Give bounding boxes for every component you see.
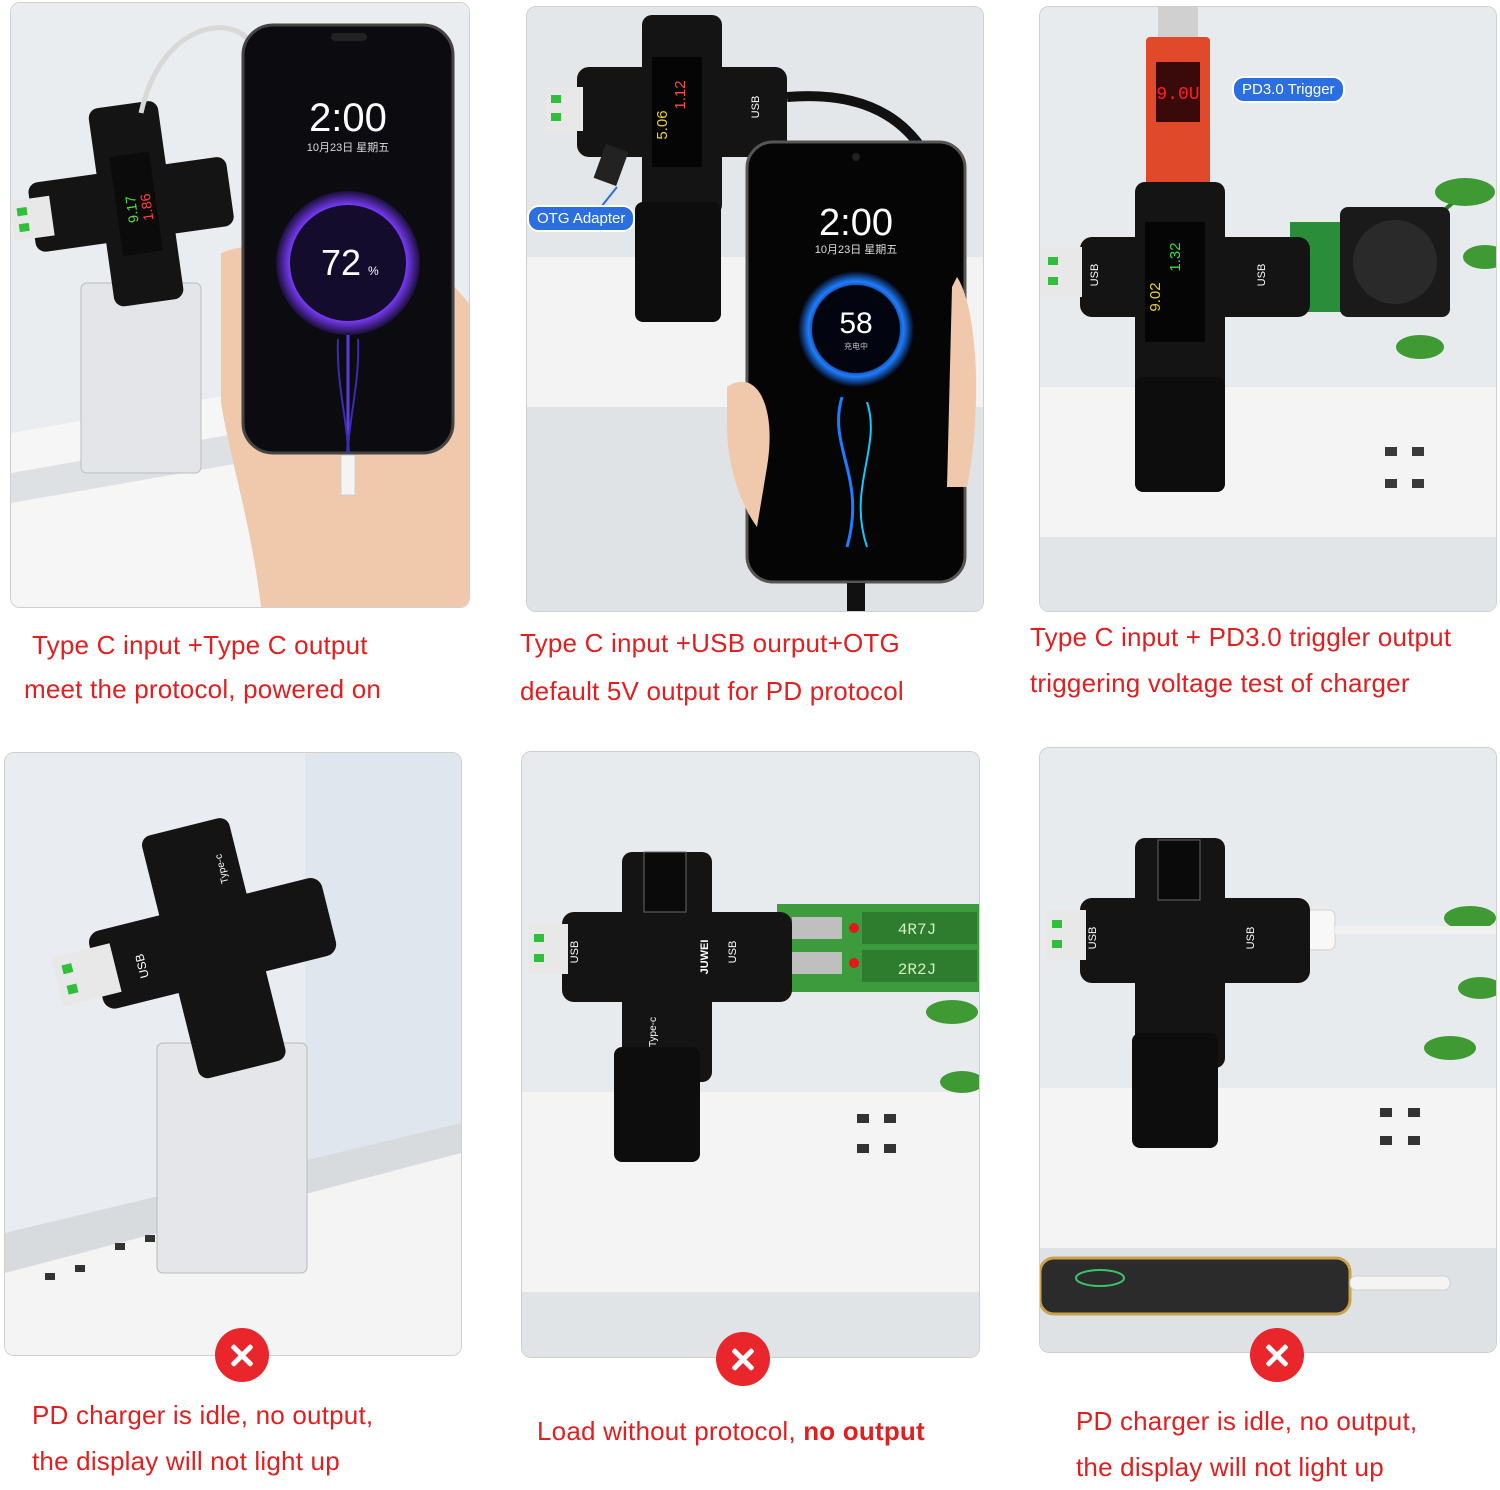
- otg-adapter-callout: OTG Adapter: [527, 205, 636, 232]
- photo-panel-1: 9.17 1.86 2:00 10月23日 星期五 72 %: [10, 2, 470, 608]
- charging-phone-illustration: 9.17 1.86 2:00 10月23日 星期五 72 %: [11, 3, 469, 607]
- usb-output-label: USB: [727, 941, 739, 964]
- caption-panel-5-text: Load without protocol,: [537, 1416, 804, 1446]
- idle-charger-illustration: USB Type-c: [5, 753, 461, 1355]
- usb-port-label: USB: [132, 952, 152, 979]
- photo-panel-4: USB Type-c: [4, 752, 462, 1356]
- otg-charging-illustration: 5.06 1.12 USB 2:00 10月23日 星期五 58 充电中: [527, 7, 983, 611]
- pd-trigger-callout: PD3.0 Trigger: [1232, 76, 1345, 103]
- caption-panel-6-line-2: the display will not light up: [1076, 1452, 1384, 1482]
- photo-panel-3: 9.0U 9.02 1.32 USB USB: [1039, 6, 1497, 612]
- phone-clock: 2:00: [309, 96, 387, 140]
- resistor-label-bottom: 2R2J: [898, 961, 936, 979]
- meter-voltage-reading: 9.17: [122, 195, 142, 224]
- phone-clock: 2:00: [819, 202, 893, 244]
- meter-current-reading: 1.32: [1167, 242, 1184, 271]
- phone-date: 10月23日 星期五: [815, 243, 898, 256]
- photo-panel-2: 5.06 1.12 USB 2:00 10月23日 星期五 58 充电中: [526, 6, 984, 612]
- fail-icon: [215, 1328, 269, 1382]
- usb-port-label: USB: [569, 941, 581, 964]
- battery-percentage: 72: [321, 242, 361, 283]
- caption-panel-1-line-2: meet the protocol, powered on: [24, 674, 382, 704]
- caption-panel-4-line-1: PD charger is idle, no output,: [32, 1400, 374, 1430]
- resistor-label-top: 4R7J: [898, 921, 936, 939]
- usb-port-label: USB: [1087, 927, 1099, 950]
- brand-label: JUWEI: [699, 940, 711, 975]
- fail-icon: [1250, 1328, 1304, 1382]
- usb-output-label: USB: [1256, 264, 1268, 287]
- phone-date: 10月23日 星期五: [307, 141, 390, 154]
- fail-icon: [716, 1332, 770, 1386]
- usb-output-label: USB: [1245, 927, 1257, 950]
- caption-panel-5-emphasis: no output: [803, 1416, 925, 1446]
- meter-current-reading: 1.86: [137, 192, 157, 221]
- meter-voltage-reading: 5.06: [654, 110, 671, 139]
- caption-panel-6-line-1: PD charger is idle, no output,: [1076, 1406, 1418, 1436]
- battery-percentage: 58: [839, 307, 872, 340]
- charging-status-text: 充电中: [844, 341, 868, 351]
- meter-voltage-reading: 9.02: [1147, 282, 1164, 311]
- photo-panel-6: USB USB: [1039, 747, 1497, 1353]
- trigger-voltage-display: 9.0U: [1156, 85, 1199, 105]
- caption-panel-2-line-2: default 5V output for PD protocol: [520, 676, 904, 706]
- load-without-protocol-illustration: 4R7J 2R2J USB USB JUWEI Type-c: [522, 752, 979, 1357]
- caption-panel-3-line-2: triggering voltage test of charger: [1030, 668, 1410, 698]
- photo-panel-5: 4R7J 2R2J USB USB JUWEI Type-c: [521, 751, 980, 1358]
- battery-unit: %: [368, 264, 379, 278]
- pd-trigger-illustration: 9.0U 9.02 1.32 USB USB: [1040, 7, 1496, 611]
- meter-current-reading: 1.12: [672, 80, 689, 109]
- usb-port-label: USB: [1089, 264, 1101, 287]
- usb-port-label: USB: [750, 96, 762, 119]
- caption-panel-2-line-1: Type C input +USB ourput+OTG: [520, 628, 900, 658]
- caption-panel-1-line-1: Type C input +Type C output: [32, 630, 368, 660]
- caption-panel-4-line-2: the display will not light up: [32, 1446, 340, 1476]
- type-c-port-label: Type-c: [648, 1017, 659, 1047]
- caption-panel-5: Load without protocol, no output: [537, 1408, 925, 1454]
- caption-panel-3-line-1: Type C input + PD3.0 triggler output: [1030, 622, 1452, 652]
- idle-charger-phone-illustration: USB USB: [1040, 748, 1496, 1352]
